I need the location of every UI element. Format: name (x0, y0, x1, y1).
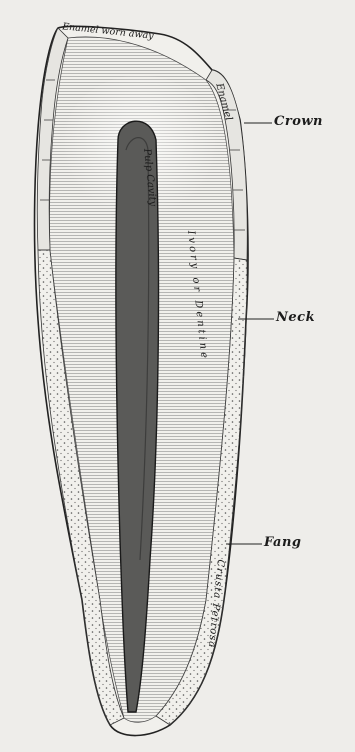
label-crown: Crown (274, 114, 323, 129)
label-neck: Neck (276, 310, 315, 325)
label-fang: Fang (264, 535, 301, 550)
